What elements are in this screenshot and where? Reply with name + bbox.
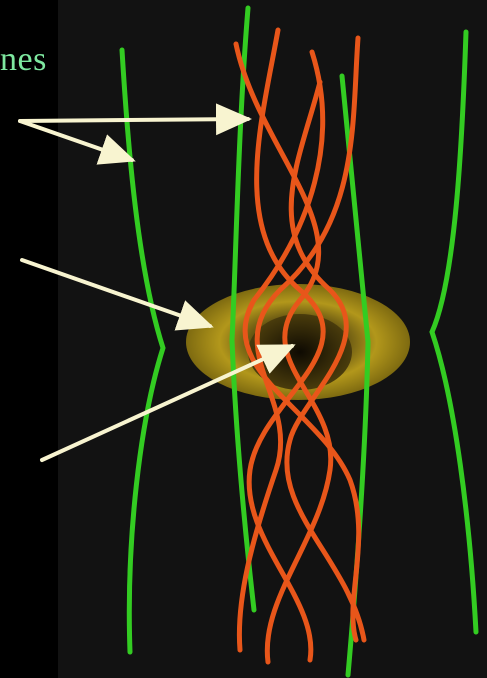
annotation-arrows (18, 103, 296, 462)
arrow-to-core (40, 344, 296, 462)
arrow-to-green-line (18, 119, 136, 165)
arrow-to-torus (20, 258, 214, 331)
orange-strand-5 (284, 79, 367, 643)
green-line-4 (429, 29, 479, 635)
field-lines-label: nes (0, 41, 47, 78)
orange-strand-2 (246, 27, 326, 663)
arrow-to-orange-rope (18, 103, 252, 136)
